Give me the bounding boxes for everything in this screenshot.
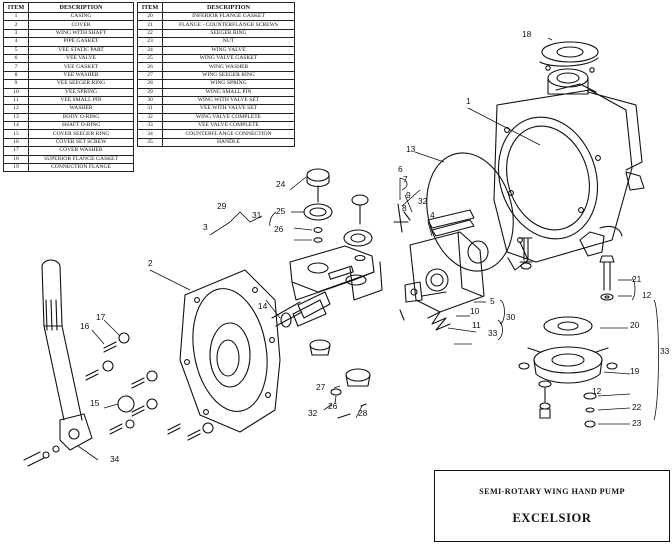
callout-12: 12 bbox=[592, 386, 602, 396]
callout-20: 20 bbox=[630, 320, 640, 330]
callout-33: 33 bbox=[488, 328, 498, 338]
cover-screws bbox=[85, 332, 214, 441]
right-bolt-stack bbox=[599, 255, 615, 301]
callout-13: 13 bbox=[406, 144, 416, 154]
callout-32: 32 bbox=[418, 196, 428, 206]
connection-flange bbox=[518, 316, 618, 384]
callout-6: 6 bbox=[398, 164, 403, 174]
superior-flange-gasket-assembly bbox=[539, 41, 599, 95]
callout-9: 9 bbox=[406, 190, 411, 200]
callout-12: 12 bbox=[642, 290, 652, 300]
callout-17: 17 bbox=[96, 312, 106, 322]
callout-29: 29 bbox=[217, 201, 227, 211]
callout-16: 16 bbox=[80, 321, 90, 331]
lower-wing-valve bbox=[309, 339, 371, 419]
drawing-subtitle: SEMI-ROTARY WING HAND PUMP bbox=[479, 487, 625, 496]
cover bbox=[179, 269, 281, 433]
handle bbox=[23, 259, 93, 467]
callout-27: 27 bbox=[316, 382, 326, 392]
callout-4: 4 bbox=[430, 210, 435, 220]
callout-31: 31 bbox=[252, 210, 262, 220]
shaft bbox=[292, 299, 327, 327]
callout-3: 3 bbox=[203, 222, 208, 232]
callout-1: 1 bbox=[466, 96, 471, 106]
callout-7: 7 bbox=[403, 174, 408, 184]
casing-bolt bbox=[519, 237, 533, 263]
callout-34: 34 bbox=[110, 454, 120, 464]
callout-10: 10 bbox=[470, 306, 480, 316]
callout-11: 11 bbox=[472, 320, 481, 330]
description-cell: CONNECTION FLANGE bbox=[28, 163, 134, 173]
casing bbox=[493, 89, 645, 271]
parts-table-header: ITEM DESCRIPTION ITEM DESCRIPTION bbox=[3, 2, 295, 13]
callout-5: 5 bbox=[490, 296, 495, 306]
callout-24: 24 bbox=[276, 179, 286, 189]
vee-valve-parts bbox=[393, 203, 489, 331]
casing-washer bbox=[520, 262, 532, 270]
callout-8: 8 bbox=[402, 203, 407, 213]
callout-19: 19 bbox=[630, 366, 640, 376]
vee-static-part bbox=[404, 209, 485, 313]
callout-30: 30 bbox=[506, 312, 516, 322]
washer-nut-stacks bbox=[538, 380, 597, 428]
callout-25: 25 bbox=[276, 206, 286, 216]
shaft-o-ring bbox=[280, 312, 292, 328]
wing-valve-stack bbox=[303, 168, 373, 262]
callout-33: 33 bbox=[660, 346, 670, 356]
callout-18: 18 bbox=[522, 29, 532, 39]
callout-26: 26 bbox=[274, 224, 284, 234]
drawing-title: EXCELSIOR bbox=[512, 511, 592, 525]
callout-22: 22 bbox=[632, 402, 642, 412]
callout-28: 28 bbox=[358, 408, 368, 418]
callout-21: 21 bbox=[632, 274, 642, 284]
title-block: SEMI-ROTARY WING HAND PUMP EXCELSIOR bbox=[434, 470, 670, 542]
callout-labels: 1234567891011121213141516171819202122232… bbox=[80, 29, 670, 464]
callout-26: 26 bbox=[328, 401, 338, 411]
callout-2: 2 bbox=[148, 258, 153, 268]
callout-32: 32 bbox=[308, 408, 318, 418]
callout-15: 15 bbox=[90, 398, 100, 408]
pipe-gasket bbox=[431, 219, 475, 237]
description-cell: HANDLE bbox=[162, 137, 295, 148]
callout-14: 14 bbox=[258, 301, 268, 311]
callout-23: 23 bbox=[632, 418, 642, 428]
wing-with-shaft bbox=[271, 245, 383, 327]
